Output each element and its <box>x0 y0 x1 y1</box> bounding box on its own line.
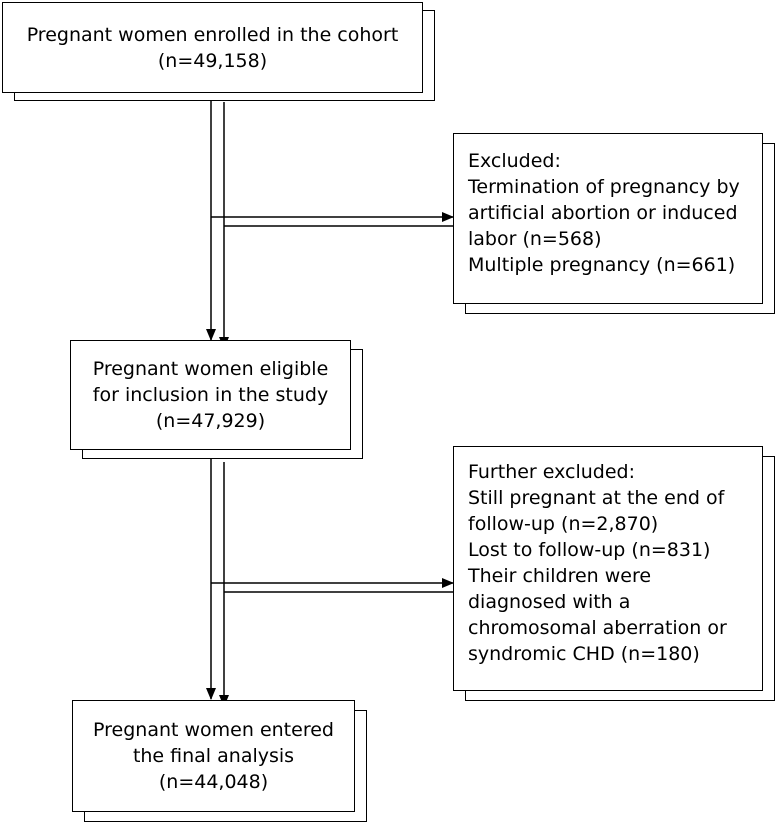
further-excluded-heading: Further excluded: <box>468 461 636 483</box>
final-count: (n=44,048) <box>158 771 269 793</box>
excluded-box: Excluded: Termination of pregnancy by ar… <box>453 133 763 304</box>
excluded-line-2: artificial abortion or induced <box>468 202 738 224</box>
excluded-line-3: labor (n=568) <box>468 228 602 250</box>
enrolled-count: (n=49,158) <box>157 49 268 72</box>
further-excluded-line-5: diagnosed with a <box>468 591 631 613</box>
excluded-line-4: Multiple pregnancy (n=661) <box>468 254 736 276</box>
enrolled-box: Pregnant women enrolled in the cohort (n… <box>2 2 423 93</box>
further-excluded-line-3: Lost to follow-up (n=831) <box>468 539 711 561</box>
eligible-box: Pregnant women eligible for inclusion in… <box>70 340 351 450</box>
further-excluded-line-2: follow-up (n=2,870) <box>468 513 659 535</box>
excluded-line-1: Termination of pregnancy by <box>468 176 740 198</box>
further-excluded-line-4: Their children were <box>468 565 652 587</box>
final-line-2: the final analysis <box>132 745 295 767</box>
final-line-1: Pregnant women entered <box>93 719 334 741</box>
further-excluded-box: Further excluded: Still pregnant at the … <box>453 446 763 691</box>
further-excluded-line-6: chromosomal aberration or <box>468 617 727 639</box>
further-excluded-line-1: Still pregnant at the end of <box>468 487 725 509</box>
eligible-count: (n=47,929) <box>155 410 266 432</box>
enrolled-title: Pregnant women enrolled in the cohort <box>26 23 399 46</box>
further-excluded-line-7: syndromic CHD (n=180) <box>468 643 700 665</box>
excluded-heading: Excluded: <box>468 150 561 172</box>
eligible-line-2: for inclusion in the study <box>92 384 329 406</box>
eligible-line-1: Pregnant women eligible <box>92 358 329 380</box>
final-box: Pregnant women entered the final analysi… <box>72 700 355 812</box>
